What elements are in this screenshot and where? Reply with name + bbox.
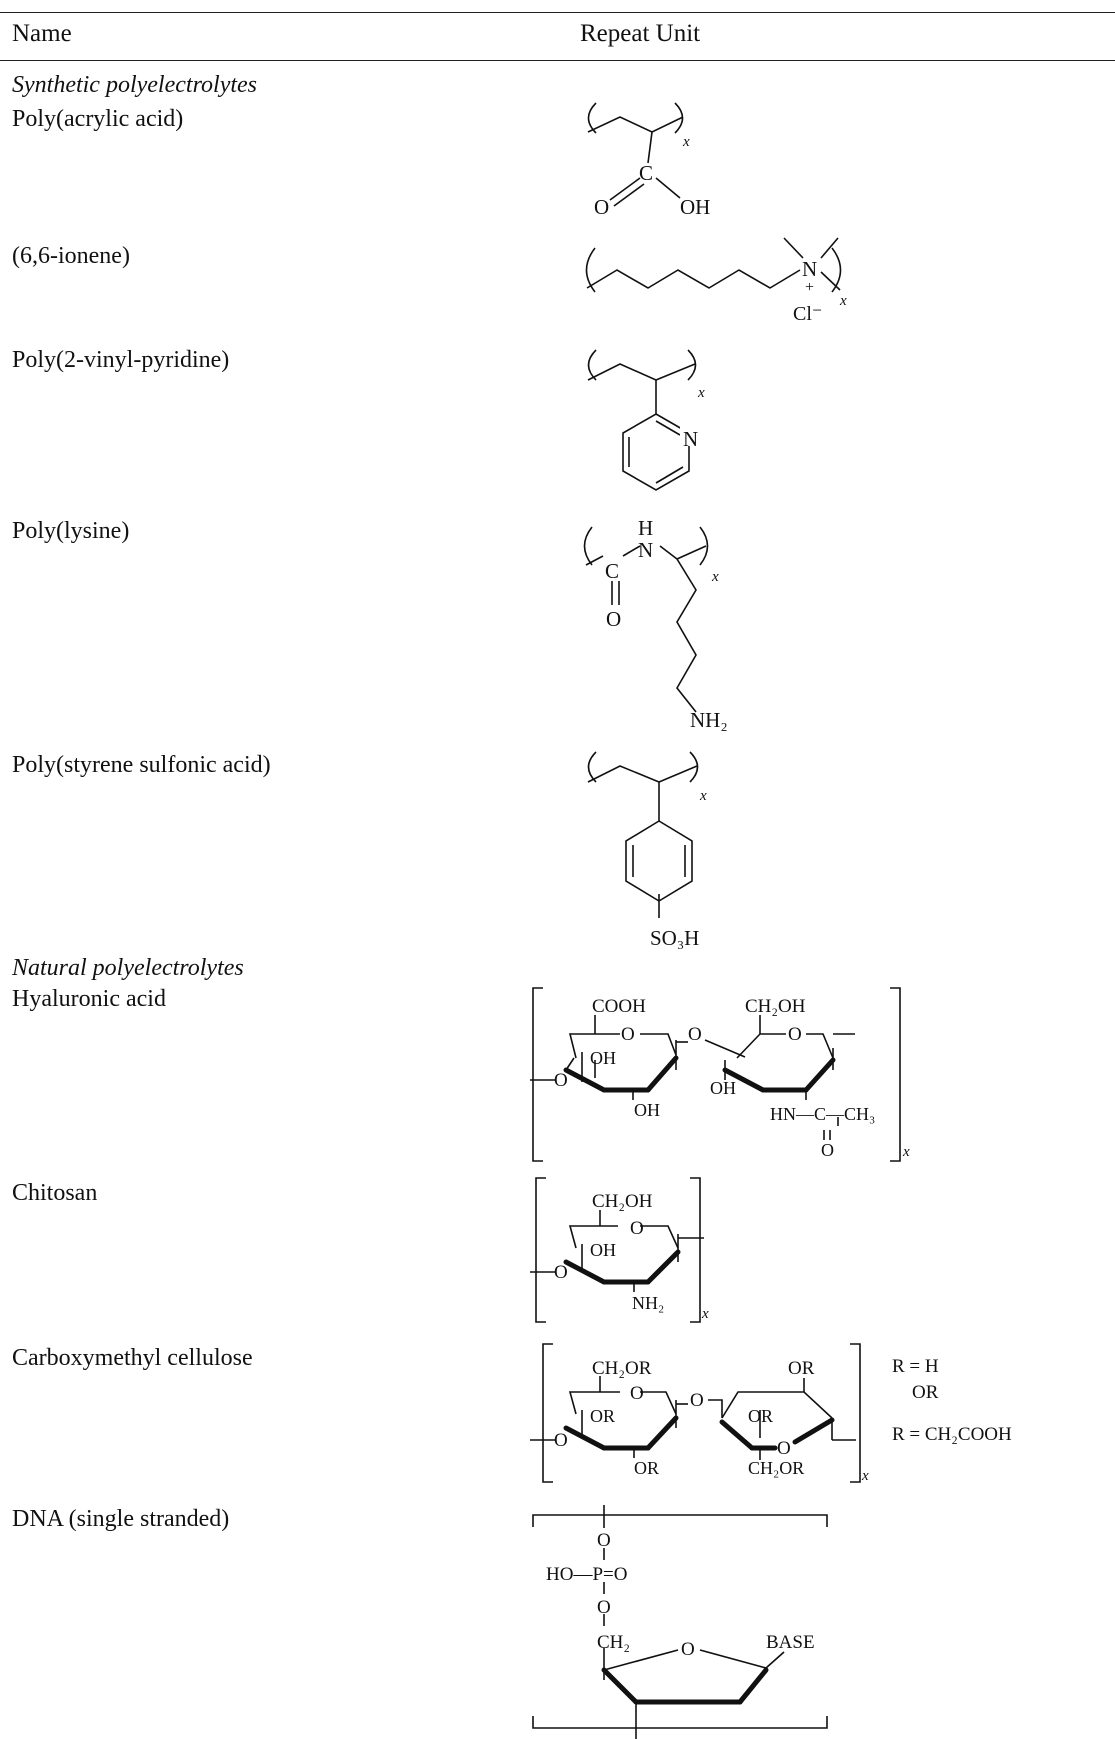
atom-o: O	[594, 195, 609, 219]
structure-poly-lysine: C H N O x NH₂	[583, 516, 728, 732]
structure-hyaluronic-acid: COOH O OH OH O O CH₂OH O OH HN—C—CH₃ O x	[530, 987, 910, 1162]
group-ch2oh: CH₂OH	[745, 996, 806, 1017]
subscript-x: x	[861, 1468, 869, 1484]
group-or: OR	[748, 1406, 773, 1426]
structure-carboxymethyl-cellulose: CH₂OR O OR O OR O OR OR O CH₂OR x R = H …	[530, 1343, 1012, 1484]
name-poly-vinyl-pyridine: Poly(2-vinyl-pyridine)	[12, 347, 230, 373]
ring-oxygen: O	[621, 1024, 635, 1045]
label-base: BASE	[766, 1632, 815, 1653]
glycosidic-oxygen: O	[688, 1024, 702, 1045]
name-chitosan: Chitosan	[12, 1180, 98, 1206]
top-rule	[0, 12, 1115, 13]
chloride-ion: Cl⁻	[793, 303, 822, 325]
atom-o: O	[606, 607, 621, 631]
group-or: OR	[590, 1406, 615, 1426]
atom-n: N	[802, 257, 817, 281]
name-ionene: (6,6-ionene)	[12, 243, 130, 269]
group-nh2: NH₂	[632, 1293, 664, 1313]
group-oh: OH	[590, 1240, 616, 1260]
name-poly-styrene-sulfonic-acid: Poly(styrene sulfonic acid)	[12, 752, 271, 778]
r-or: OR	[912, 1382, 939, 1403]
atom-c: C	[605, 559, 619, 583]
name-carboxymethyl-cellulose: Carboxymethyl cellulose	[12, 1345, 253, 1371]
structure-ionene: N + Cl⁻ x	[585, 237, 847, 325]
carbonyl-oxygen: O	[821, 1140, 834, 1160]
glycosidic-oxygen: O	[554, 1070, 568, 1091]
r-equals-h: R = H	[892, 1356, 939, 1377]
ring-oxygen: O	[630, 1383, 644, 1404]
glycosidic-oxygen: O	[554, 1430, 568, 1451]
structure-dna: O HO—P=O O CH₂ O BASE	[532, 1505, 828, 1739]
r-equals-ch2cooh: R = CH₂COOH	[892, 1424, 1012, 1445]
name-dna: DNA (single stranded)	[12, 1506, 230, 1532]
group-ch2: CH₂	[597, 1632, 630, 1653]
name-poly-lysine: Poly(lysine)	[12, 518, 130, 544]
ring-oxygen: O	[630, 1218, 644, 1239]
glycosidic-oxygen: O	[554, 1262, 568, 1283]
subscript-x: x	[902, 1144, 910, 1160]
atom-n: N	[638, 538, 653, 562]
group-nh2: NH₂	[690, 708, 728, 732]
ring-oxygen: O	[777, 1438, 791, 1459]
group-or: OR	[634, 1458, 659, 1478]
group-oh: OH	[710, 1078, 736, 1098]
group-ch2oh: CH₂OH	[592, 1191, 653, 1212]
group-ho-p-o: HO—P=O	[546, 1564, 627, 1585]
header-rule	[0, 60, 1115, 61]
subscript-x: x	[711, 569, 719, 585]
group-ch2or: CH₂OR	[748, 1458, 804, 1478]
structure-poly-vinyl-pyridine: N x	[587, 349, 705, 491]
repeat-unit-column-header: Repeat Unit	[580, 20, 701, 47]
structure-poly-acrylic-acid: x C O OH	[587, 102, 710, 219]
ring-oxygen: O	[681, 1639, 695, 1660]
section-natural: Natural polyelectrolytes	[12, 955, 244, 981]
ring-oxygen: O	[788, 1024, 802, 1045]
group-or: OR	[788, 1358, 815, 1379]
charge-plus: +	[805, 279, 814, 296]
subscript-x: x	[697, 385, 705, 401]
subscript-x: x	[682, 134, 690, 150]
group-oh: OH	[680, 195, 710, 219]
atom-h: H	[638, 516, 653, 540]
group-cooh: COOH	[592, 996, 646, 1017]
name-column-header: Name	[12, 20, 72, 47]
phosphate-oxygen: O	[597, 1597, 611, 1618]
name-poly-acrylic-acid: Poly(acrylic acid)	[12, 106, 184, 132]
structure-poly-styrene-sulfonic-acid: x SO₃H	[587, 751, 707, 950]
group-ch2or: CH₂OR	[592, 1358, 652, 1379]
subscript-x: x	[839, 293, 847, 309]
structure-chitosan: CH₂OH O OH O NH₂ x	[530, 1177, 709, 1323]
group-oh: OH	[634, 1100, 660, 1120]
atom-c: C	[639, 161, 653, 185]
section-synthetic: Synthetic polyelectrolytes	[12, 72, 258, 98]
group-hn-c-ch3: HN—C—CH₃	[770, 1104, 875, 1124]
group-so3h: SO₃H	[650, 926, 699, 950]
atom-n: N	[683, 427, 698, 451]
phosphate-oxygen: O	[597, 1530, 611, 1551]
group-oh: OH	[590, 1048, 616, 1068]
subscript-x: x	[701, 1306, 709, 1322]
subscript-x: x	[699, 788, 707, 804]
name-hyaluronic-acid: Hyaluronic acid	[12, 986, 166, 1012]
glycosidic-oxygen: O	[690, 1390, 704, 1411]
